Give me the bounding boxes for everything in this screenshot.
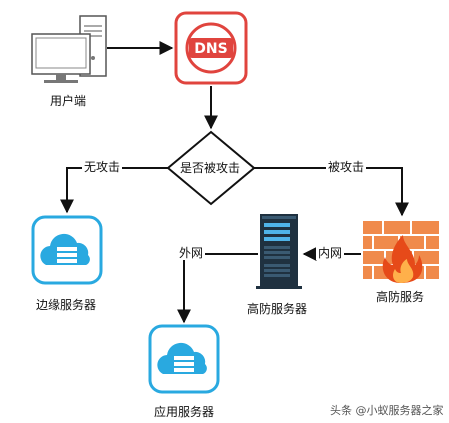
edge-label-attacked: 被攻击 [326, 160, 367, 174]
edge-attacked [254, 167, 409, 217]
edge-no-attack [60, 167, 168, 214]
app-server-label: 应用服务器 [154, 405, 215, 419]
app-server-cloud-icon [148, 324, 220, 394]
client-label: 用户端 [50, 94, 87, 108]
edge-server-cloud-icon [31, 215, 103, 285]
dns-label: DNS [194, 41, 227, 57]
firewall-icon [363, 221, 439, 283]
ddos-server-label: 高防服务器 [247, 302, 308, 316]
decision-label: 是否被攻击 [180, 161, 241, 175]
edge-label-intranet: 内网 [316, 246, 345, 260]
edge-label-no-attack: 无攻击 [82, 160, 123, 174]
server-rack-icon [256, 214, 302, 289]
firewall-label: 高防服务 [376, 290, 425, 304]
dns-icon: DNS [174, 11, 248, 85]
decision-diamond [166, 130, 256, 206]
edge-server-label: 边缘服务器 [36, 298, 97, 312]
edge-label-extranet: 外网 [177, 246, 206, 260]
watermark-text: 头条 @小蚁服务器之家 [330, 404, 444, 417]
computer-icon [31, 15, 107, 83]
